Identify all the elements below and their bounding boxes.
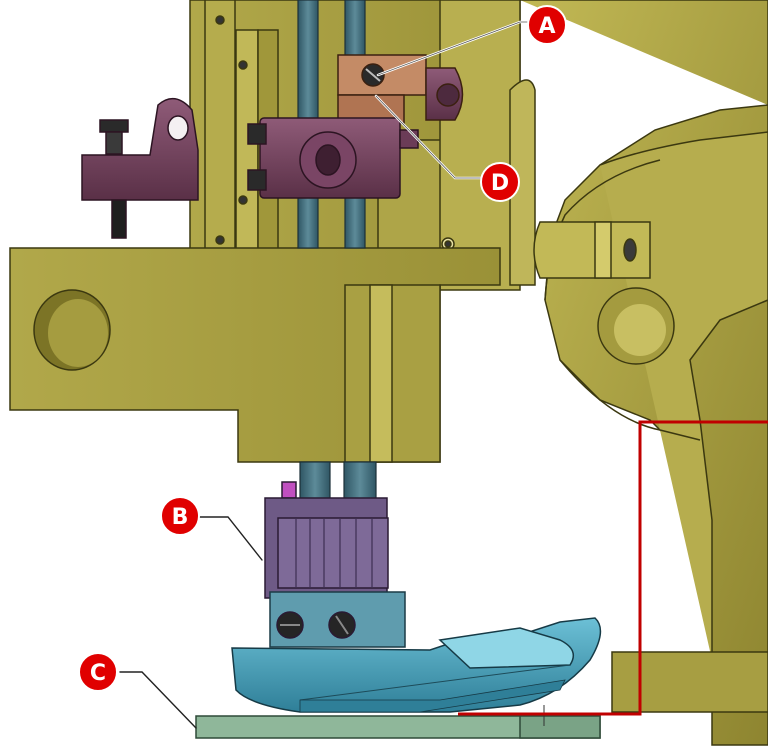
- callout-d: D: [480, 162, 520, 202]
- svg-text:A: A: [538, 14, 555, 39]
- left-stop-bracket: [81, 97, 199, 239]
- svg-text:B: B: [172, 505, 189, 530]
- callout-b: B: [160, 496, 200, 536]
- bar-clamp-block-a: [337, 54, 464, 124]
- main-bracket: [9, 247, 501, 463]
- svg-text:D: D: [491, 171, 509, 196]
- callout-a: A: [527, 5, 567, 45]
- throat-plate-c: [195, 705, 601, 739]
- side-lever: [533, 221, 651, 279]
- presser-foot-sole: [231, 617, 602, 713]
- reference-outline: [458, 420, 768, 716]
- svg-text:C: C: [90, 661, 106, 686]
- bar-clamp-block-lower: [247, 117, 419, 199]
- machine-base-block: [611, 651, 768, 713]
- presser-foot-shank: [264, 481, 406, 648]
- screw-head-icon: [99, 119, 129, 133]
- machine-arm-body: [520, 0, 768, 746]
- callout-c: C: [78, 652, 118, 692]
